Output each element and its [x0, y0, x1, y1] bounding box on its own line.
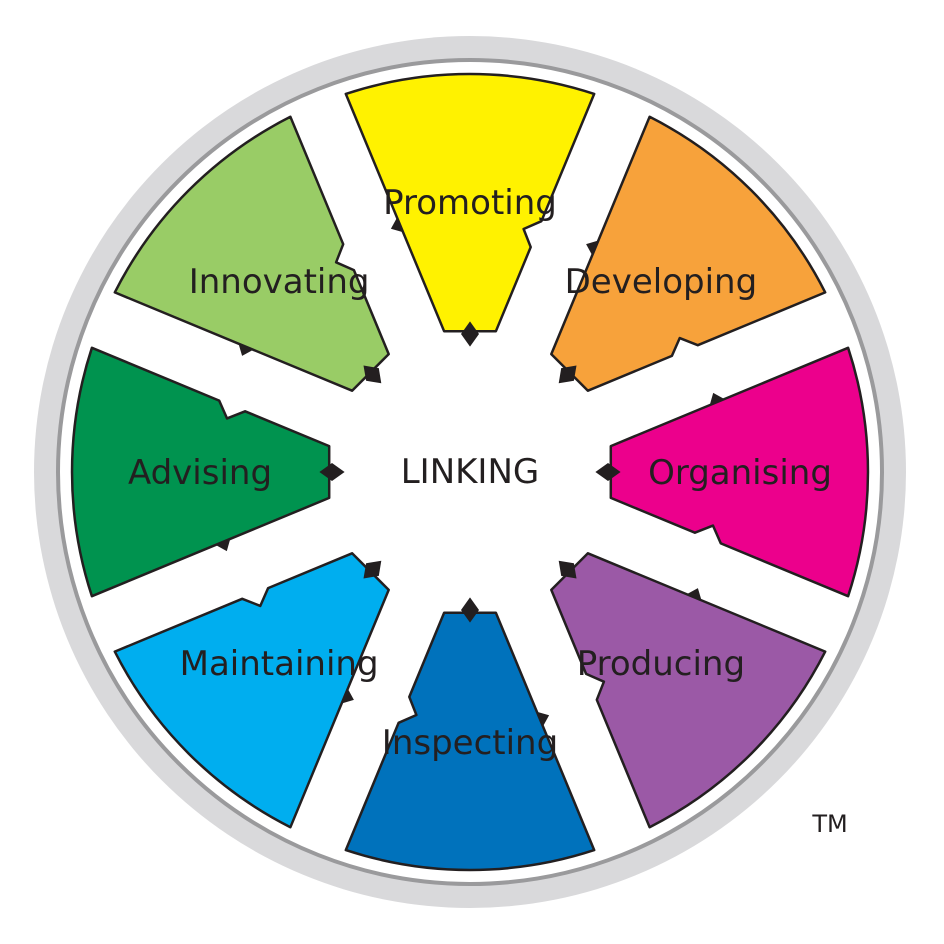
segment-label-inspecting: Inspecting	[382, 723, 558, 763]
segment-maintaining	[113, 552, 390, 829]
connector-diamond-inspecting	[461, 597, 479, 623]
connector-diamond-organising	[595, 463, 621, 481]
trademark-label: TM	[811, 810, 847, 838]
segment-producing	[550, 552, 827, 829]
segment-developing	[550, 115, 827, 392]
connector-tab-advising	[215, 538, 231, 552]
connector-tab-inspecting	[536, 711, 550, 727]
connector-diamond-developing	[558, 365, 577, 384]
connector-tab-promoting	[390, 217, 404, 233]
segment-label-innovating: Innovating	[189, 262, 370, 302]
segment-organising	[609, 346, 870, 598]
segment-label-advising: Advising	[128, 453, 272, 493]
segment-label-developing: Developing	[565, 262, 758, 302]
segment-labels-group: PromotingDevelopingOrganisingProducingIn…	[128, 183, 832, 763]
connector-diamond-maintaining	[363, 560, 382, 579]
segment-advising	[70, 346, 331, 598]
connector-diamond-producing	[558, 560, 577, 579]
segment-label-maintaining: Maintaining	[180, 644, 379, 684]
segment-inspecting	[344, 611, 596, 872]
center-label: LINKING	[401, 452, 540, 492]
segment-label-organising: Organising	[648, 453, 832, 493]
segment-innovating	[113, 115, 390, 392]
connector-diamond-innovating	[363, 365, 382, 384]
segment-promoting	[344, 72, 596, 333]
segments-group	[70, 72, 870, 872]
connector-tab-innovating	[238, 343, 254, 356]
connector-diamond-advising	[319, 463, 345, 481]
connector-tab-organising	[709, 392, 725, 406]
connector-tab-producing	[686, 588, 702, 601]
connectors-group	[215, 217, 725, 727]
connector-diamond-promoting	[461, 321, 479, 347]
segment-label-promoting: Promoting	[383, 183, 557, 223]
connector-tab-maintaining	[341, 688, 354, 704]
connector-tab-developing	[586, 240, 599, 256]
segment-label-producing: Producing	[577, 644, 745, 684]
